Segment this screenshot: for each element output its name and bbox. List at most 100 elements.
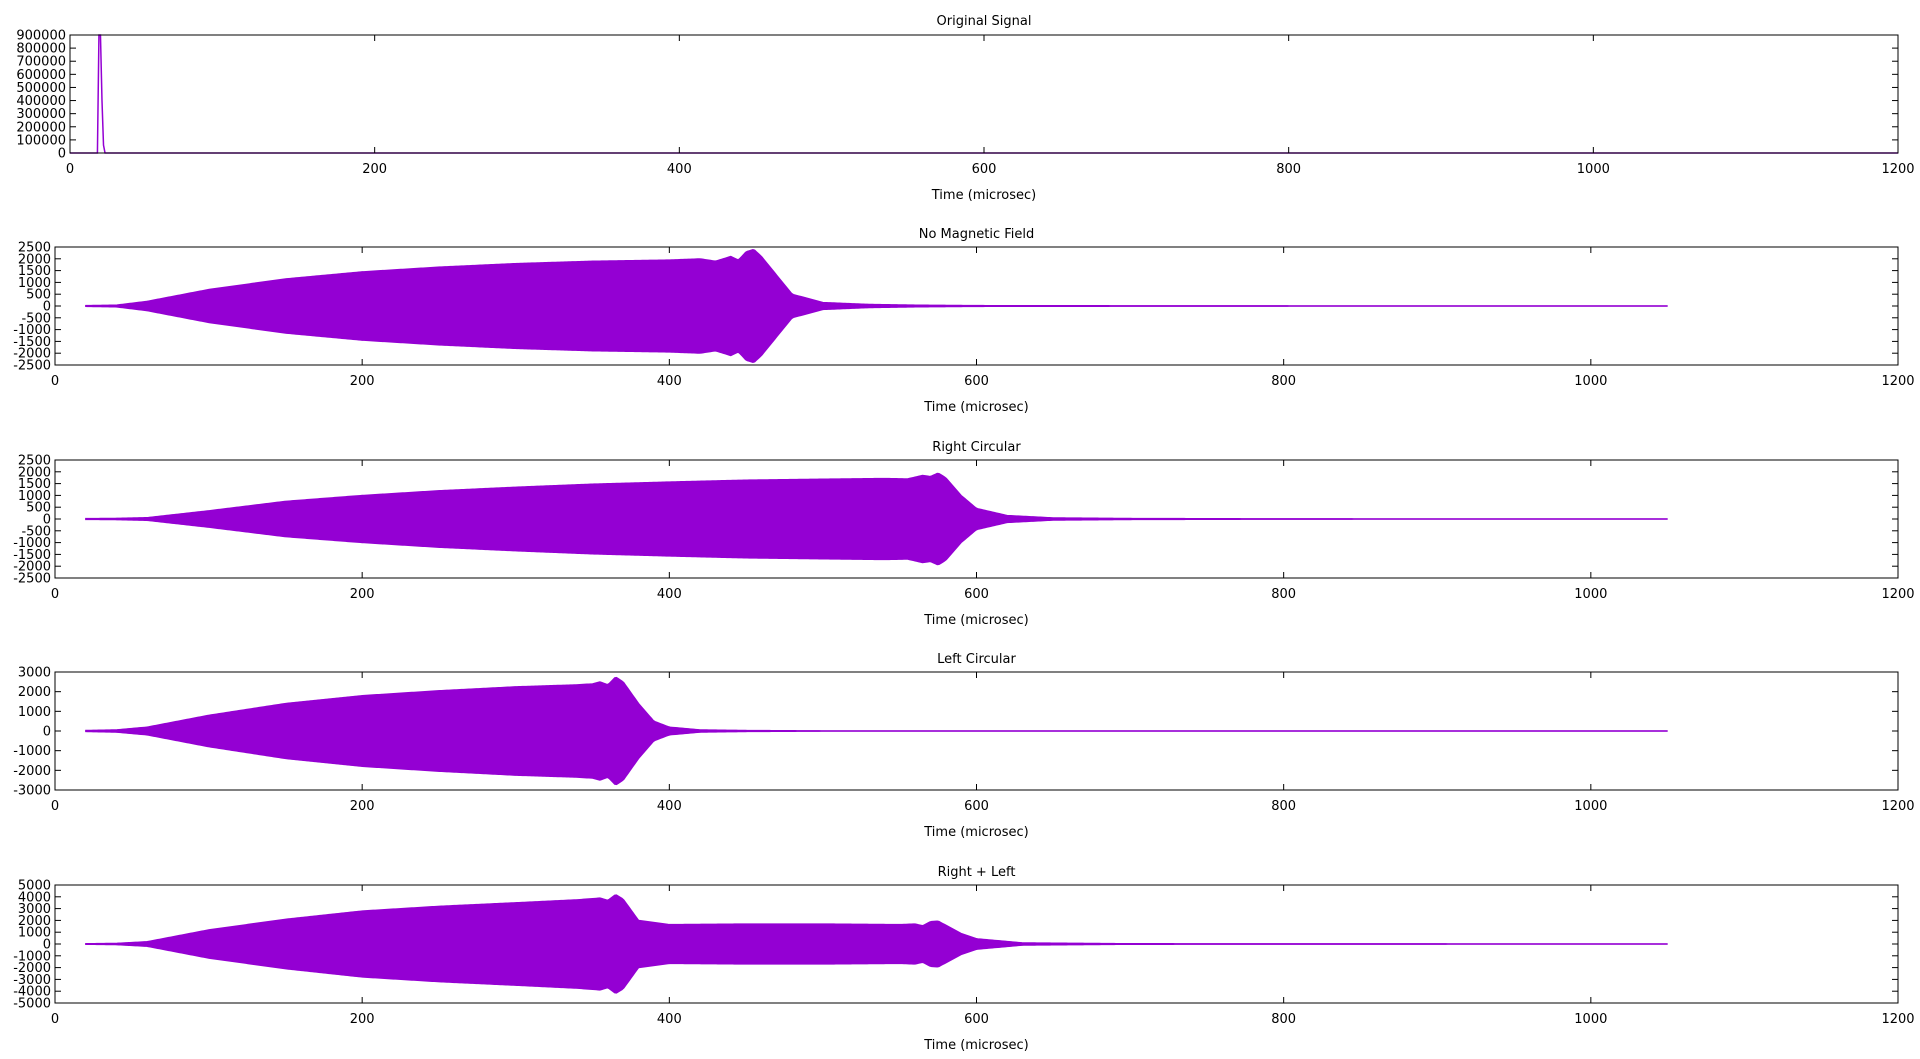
y-tick-label: 1000	[18, 276, 51, 291]
x-tick-label: 1200	[1881, 162, 1914, 177]
chart-title: Right + Left	[938, 865, 1016, 880]
signal-trace	[70, 34, 1898, 154]
y-tick-label: -2000	[13, 347, 51, 362]
y-tick-label: -2500	[13, 572, 51, 587]
y-tick-label: 1500	[18, 477, 51, 492]
chart-panel-4: Left Circular 0 200 400 600 800 1000 1200 -3000 -…	[13, 652, 1914, 840]
x-tick-label: 0	[66, 162, 74, 177]
y-tick-label: 5000	[18, 879, 51, 894]
y-tick-label: 0	[58, 147, 66, 162]
x-tick-label: 400	[657, 374, 682, 389]
x-tick-label: 800	[1271, 1012, 1296, 1027]
x-tick-label: 400	[657, 587, 682, 602]
y-tick-label: -5000	[13, 997, 51, 1012]
chart-title: No Magnetic Field	[919, 227, 1034, 242]
y-tick-label: 700000	[16, 55, 66, 70]
y-tick-label: 2500	[18, 241, 51, 256]
x-tick-label: 400	[657, 1012, 682, 1027]
y-tick-label: -3000	[13, 784, 51, 799]
y-tick-label: 600000	[16, 68, 66, 83]
x-tick-label: 600	[964, 799, 989, 814]
x-tick-label: 200	[362, 162, 387, 177]
y-tick-label: -1500	[13, 335, 51, 350]
y-tick-label: -1000	[13, 949, 51, 964]
x-tick-label: 1200	[1881, 799, 1914, 814]
x-tick-label: 1000	[1574, 374, 1607, 389]
y-tick-label: 1000	[18, 705, 51, 720]
x-axis-label: Time (microsec)	[931, 188, 1036, 203]
y-tick-label: 0	[43, 513, 51, 528]
chart-panel-2: No Magnetic Field 0 200 400 600 800 1000 1200 -2…	[13, 227, 1914, 415]
y-tick-label: -2500	[13, 359, 51, 374]
y-tick-label: 2000	[18, 685, 51, 700]
x-tick-label: 1000	[1577, 162, 1610, 177]
x-axis-label: Time (microsec)	[923, 613, 1028, 628]
y-tick-label: 100000	[16, 133, 66, 148]
x-tick-label: 800	[1271, 799, 1296, 814]
y-tick-label: -1000	[13, 323, 51, 338]
y-tick-label: -1000	[13, 744, 51, 759]
y-tick-label: 800000	[16, 42, 66, 57]
y-tick-label: 400000	[16, 94, 66, 109]
x-axis-label: Time (microsec)	[923, 1038, 1028, 1053]
x-tick-label: 0	[51, 587, 59, 602]
x-tick-label: 600	[972, 162, 997, 177]
y-tick-label: 2000	[18, 465, 51, 480]
x-axis-label: Time (microsec)	[923, 400, 1028, 415]
x-tick-label: 1000	[1574, 587, 1607, 602]
x-tick-label: 600	[964, 374, 989, 389]
x-tick-label: 1200	[1881, 1012, 1914, 1027]
y-tick-label: 4000	[18, 890, 51, 905]
y-tick-label: -1000	[13, 536, 51, 551]
x-axis-label: Time (microsec)	[923, 825, 1028, 840]
plot-frame	[69, 34, 1899, 154]
y-tick-label: 3000	[18, 666, 51, 681]
x-tick-label: 200	[350, 587, 375, 602]
chart-title: Right Circular	[932, 440, 1021, 455]
y-tick-label: 1500	[18, 264, 51, 279]
x-tick-label: 600	[964, 587, 989, 602]
x-tick-label: 800	[1271, 587, 1296, 602]
x-tick-label: 200	[350, 374, 375, 389]
x-tick-label: 800	[1271, 374, 1296, 389]
y-tick-label: 900000	[16, 29, 66, 44]
y-tick-label: 300000	[16, 107, 66, 122]
y-tick-label: -500	[21, 311, 51, 326]
y-tick-label: 200000	[16, 120, 66, 135]
x-tick-label: 1000	[1574, 1012, 1607, 1027]
x-tick-label: 1000	[1574, 799, 1607, 814]
x-tick-label: 0	[51, 374, 59, 389]
chart-panel-5: Right + Left 0 200 400 600 800 1000 1200 -5000-4…	[13, 865, 1914, 1053]
y-tick-label: 0	[43, 300, 51, 315]
y-tick-label: 1000	[18, 489, 51, 504]
x-tick-label: 1200	[1881, 587, 1914, 602]
x-tick-label: 200	[350, 799, 375, 814]
x-tick-label: 600	[964, 1012, 989, 1027]
y-tick-label: -2000	[13, 560, 51, 575]
y-tick-label: 1000	[18, 926, 51, 941]
y-tick-label: 500	[26, 501, 51, 516]
x-tick-label: 800	[1276, 162, 1301, 177]
y-tick-label: -500	[21, 524, 51, 539]
y-tick-label: 500	[26, 288, 51, 303]
x-tick-label: 1200	[1881, 374, 1914, 389]
y-tick-label: 500000	[16, 81, 66, 96]
x-tick-label: 0	[51, 799, 59, 814]
y-tick-label: 2000	[18, 252, 51, 267]
chart-panel-3: Right Circular 0 200 400 600 800 1000 1200 -2500…	[13, 440, 1914, 628]
x-tick-label: 200	[350, 1012, 375, 1027]
x-tick-label: 400	[667, 162, 692, 177]
y-tick-label: -2000	[13, 764, 51, 779]
y-tick-label: -3000	[13, 973, 51, 988]
y-tick-label: -2000	[13, 961, 51, 976]
x-tick-label: 400	[657, 799, 682, 814]
y-tick-label: 2500	[18, 454, 51, 469]
chart-title: Left Circular	[937, 652, 1016, 667]
y-tick-label: 0	[43, 725, 51, 740]
y-tick-label: 3000	[18, 902, 51, 917]
y-tick-label: -4000	[13, 985, 51, 1000]
y-tick-label: -1500	[13, 548, 51, 563]
x-tick-label: 0	[51, 1012, 59, 1027]
